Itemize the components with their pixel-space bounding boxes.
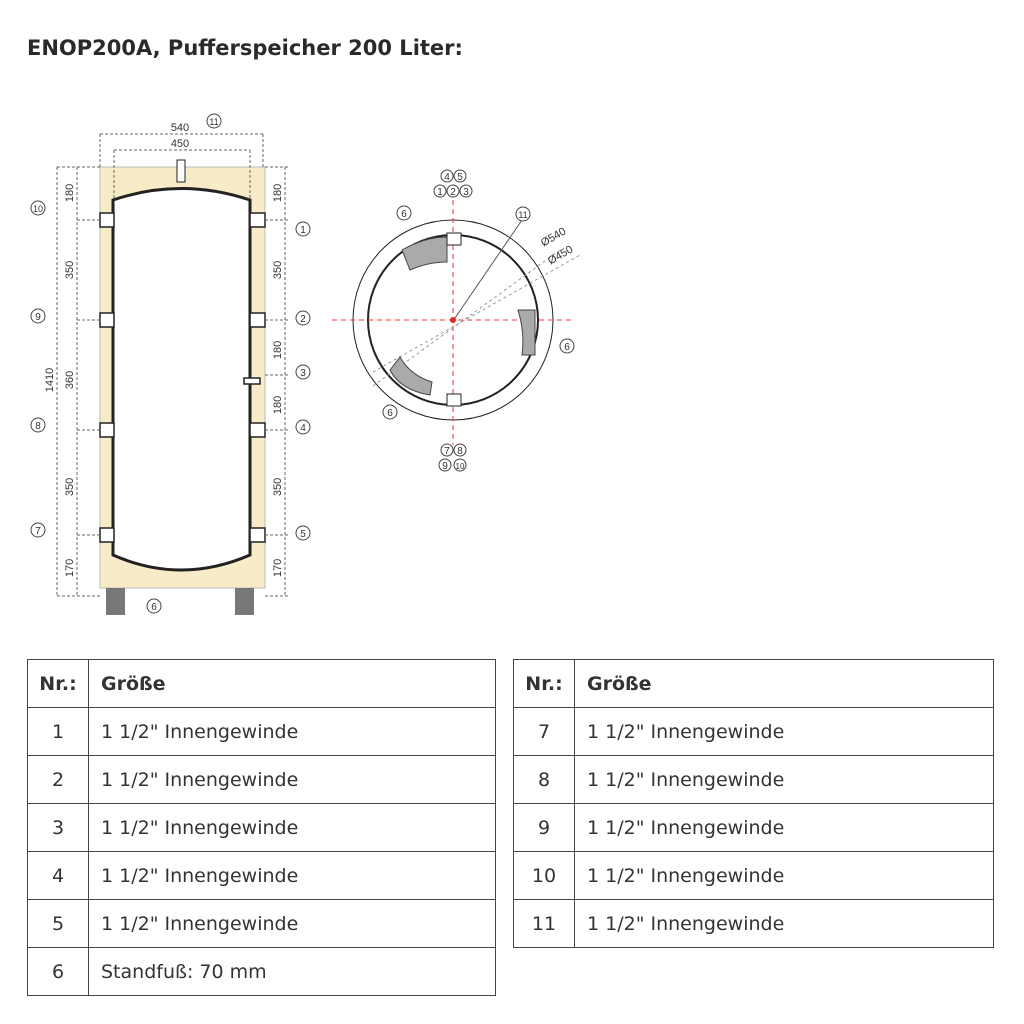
foot [235, 588, 254, 615]
svg-text:2: 2 [300, 314, 306, 325]
header-size: Größe [88, 659, 496, 708]
cell-size: 1 1/2" Innengewinde [88, 755, 496, 804]
cell-size: 1 1/2" Innengewinde [574, 851, 994, 900]
svg-text:11: 11 [209, 117, 218, 127]
cell-size: 1 1/2" Innengewinde [574, 899, 994, 948]
svg-text:1410: 1410 [44, 368, 56, 392]
svg-text:170: 170 [64, 559, 76, 577]
svg-text:9: 9 [442, 461, 448, 472]
svg-text:5: 5 [457, 172, 463, 183]
header-nr: Nr.: [513, 659, 575, 708]
cell-nr: 1 [27, 707, 89, 756]
cell-size: 1 1/2" Innengewinde [88, 707, 496, 756]
cell-size: 1 1/2" Innengewinde [88, 899, 496, 948]
cell-nr: 4 [27, 851, 89, 900]
cell-size: 1 1/2" Innengewinde [88, 851, 496, 900]
cell-nr: 8 [513, 755, 575, 804]
top-view-labels: 4 5 1 2 3 7 8 9 10 6 6 6 11 Ø540 Ø450 [382, 169, 575, 472]
cell-nr: 10 [513, 851, 575, 900]
svg-text:350: 350 [272, 478, 284, 496]
svg-text:180: 180 [272, 396, 284, 414]
svg-text:5: 5 [300, 529, 306, 540]
svg-text:11: 11 [518, 210, 527, 220]
svg-text:2: 2 [450, 187, 456, 198]
top-view [332, 200, 581, 445]
svg-text:4: 4 [300, 423, 306, 434]
connection-11 [176, 159, 186, 183]
foot [106, 588, 125, 615]
tank-body [111, 187, 252, 572]
technical-drawing: 540 450 1410 180 350 360 350 170 180 350… [30, 113, 581, 615]
svg-text:450: 450 [171, 138, 189, 150]
cell-nr: 11 [513, 899, 575, 948]
svg-text:6: 6 [151, 602, 157, 613]
svg-text:350: 350 [64, 478, 76, 496]
svg-text:8: 8 [457, 446, 463, 457]
svg-text:170: 170 [272, 559, 284, 577]
svg-text:3: 3 [300, 368, 306, 379]
svg-text:10: 10 [33, 204, 43, 214]
svg-text:6: 6 [401, 209, 407, 220]
svg-text:350: 350 [64, 261, 76, 279]
svg-text:8: 8 [35, 421, 41, 432]
cell-size: 1 1/2" Innengewinde [574, 803, 994, 852]
svg-text:7: 7 [35, 526, 41, 537]
cell-size: 1 1/2" Innengewinde [88, 803, 496, 852]
table-header: Nr.:Größe [27, 659, 496, 708]
svg-text:360: 360 [64, 371, 76, 389]
svg-text:9: 9 [35, 312, 41, 323]
svg-text:10: 10 [456, 462, 465, 471]
cell-nr: 6 [27, 947, 89, 996]
header-size: Größe [574, 659, 994, 708]
cell-nr: 3 [27, 803, 89, 852]
cell-nr: 2 [27, 755, 89, 804]
cell-nr: 5 [27, 899, 89, 948]
cell-size: 1 1/2" Innengewinde [574, 755, 994, 804]
svg-text:180: 180 [272, 341, 284, 359]
svg-text:Ø450: Ø450 [546, 243, 575, 267]
callout-labels: 1 2 3 4 5 6 7 8 9 10 11 [30, 113, 311, 614]
svg-text:6: 6 [564, 342, 570, 353]
svg-text:180: 180 [64, 184, 76, 202]
svg-text:3: 3 [463, 187, 469, 198]
svg-text:4: 4 [444, 172, 450, 183]
cell-nr: 9 [513, 803, 575, 852]
side-view [56, 133, 290, 615]
page-title: ENOP200A, Pufferspeicher 200 Liter: [27, 36, 463, 60]
cell-nr: 7 [513, 707, 575, 756]
header-nr: Nr.: [27, 659, 89, 708]
svg-text:7: 7 [444, 446, 450, 457]
cell-size: 1 1/2" Innengewinde [574, 707, 994, 756]
table-header: Nr.:Größe [513, 659, 994, 708]
dimension-labels: 540 450 1410 180 350 360 350 170 180 350… [44, 122, 284, 577]
svg-text:180: 180 [272, 184, 284, 202]
svg-text:540: 540 [171, 122, 189, 134]
svg-text:350: 350 [272, 261, 284, 279]
svg-text:1: 1 [437, 187, 443, 198]
svg-text:6: 6 [387, 408, 393, 419]
cell-size: Standfuß: 70 mm [88, 947, 496, 996]
svg-text:1: 1 [300, 225, 306, 236]
